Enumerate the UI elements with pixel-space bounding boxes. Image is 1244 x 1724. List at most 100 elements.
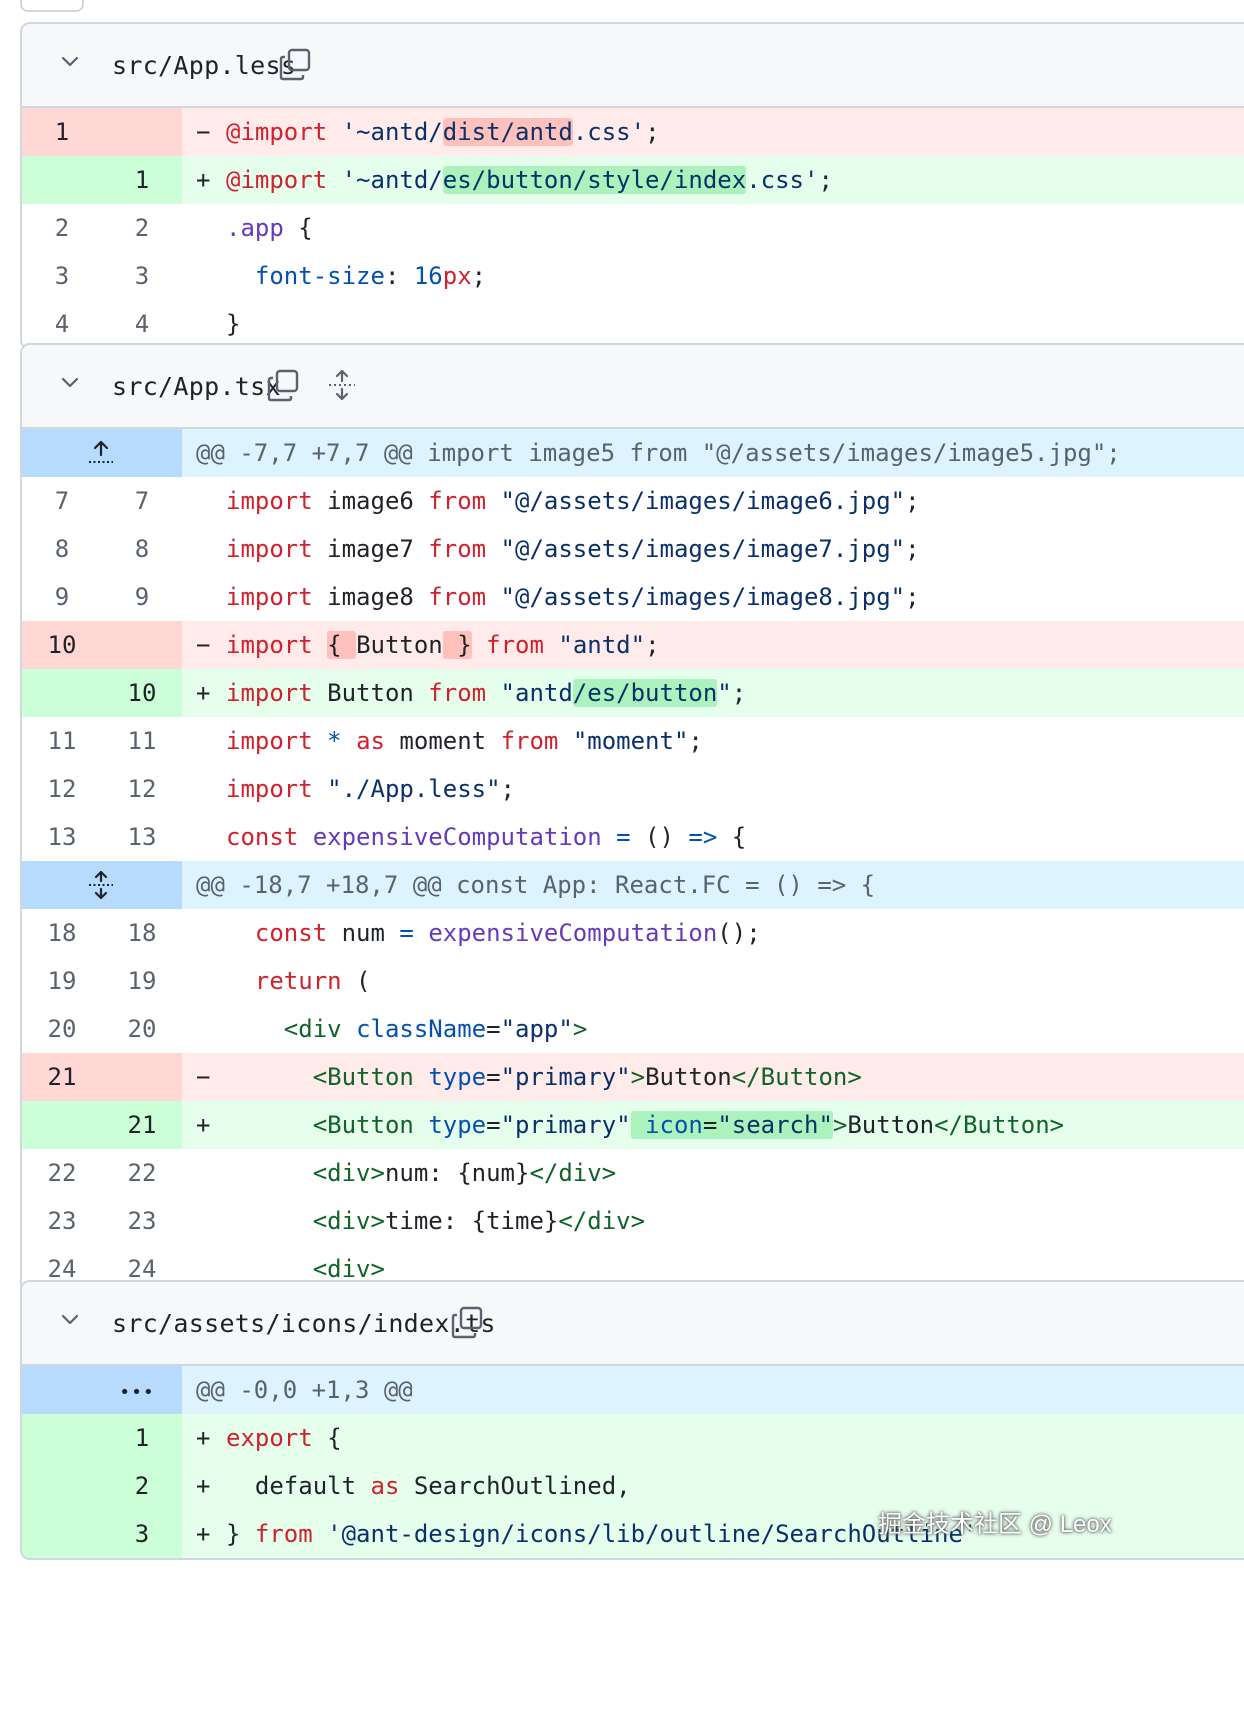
code-line: .app { [226, 214, 313, 242]
chevron-down-icon[interactable] [58, 50, 82, 74]
copy-icon[interactable] [450, 1304, 486, 1340]
new-line-number[interactable]: 23 [127, 1207, 157, 1235]
new-line-number[interactable]: 4 [134, 310, 150, 338]
file-header: src/App.less [22, 24, 1244, 108]
file-name[interactable]: src/assets/icons/index.ts [112, 1308, 496, 1338]
new-line-number[interactable]: 7 [134, 487, 150, 515]
old-line-number[interactable] [22, 156, 102, 204]
old-line-number[interactable]: 22 [47, 1159, 77, 1187]
old-line-number[interactable]: 1 [22, 108, 102, 156]
new-line-number[interactable]: 3 [134, 262, 150, 290]
hunk-header: ••• @@ -0,0 +1,3 @@ [22, 1366, 1244, 1414]
hunk-text: @@ -0,0 +1,3 @@ [182, 1366, 1244, 1414]
expand-up-button[interactable] [22, 429, 182, 477]
file-name[interactable]: src/App.less [112, 50, 297, 80]
diff-row-deleted: 10 −import { Button } from "antd"; [22, 621, 1244, 669]
new-line-number[interactable]: 1 [102, 156, 182, 204]
new-line-number[interactable]: 19 [127, 967, 157, 995]
chevron-down-icon[interactable] [58, 1308, 82, 1332]
code-line: <div> [312, 1255, 385, 1283]
new-line-number[interactable]: 12 [127, 775, 157, 803]
old-line-number[interactable]: 19 [47, 967, 77, 995]
new-line-number[interactable] [102, 1053, 182, 1101]
diff-row-context: 12 12 import "./App.less"; [22, 765, 1244, 813]
diff-row-deleted: 1 −@import '~antd/dist/antd.css'; [22, 108, 1244, 156]
copy-icon[interactable] [278, 46, 314, 82]
old-line-number[interactable]: 10 [22, 621, 102, 669]
file-diff-app-less: src/App.less 1 −@import '~antd/dist/antd… [20, 22, 1244, 350]
hunk-text: @@ -18,7 +18,7 @@ const App: React.FC = … [182, 861, 1244, 909]
diff-row-context: 3 3 font-size: 16px; [22, 252, 1244, 300]
diff-row-context: 24 24 <div> [22, 1245, 1244, 1293]
old-line-number[interactable]: 8 [54, 535, 70, 563]
old-line-number[interactable]: 3 [54, 262, 70, 290]
diff-row-context: 22 22 <div>num: {num}</div> [22, 1149, 1244, 1197]
old-line-number[interactable]: 12 [47, 775, 77, 803]
new-line-number[interactable]: 2 [102, 1462, 182, 1510]
new-line-number[interactable]: 10 [102, 669, 182, 717]
code-line: −@import '~antd/dist/antd.css'; [182, 108, 1244, 156]
new-line-number[interactable] [102, 108, 182, 156]
old-line-number[interactable]: 20 [47, 1015, 77, 1043]
file-diff-app-tsx: src/App.tsx @@ -7,7 +7,7 @@ import image… [20, 343, 1244, 1343]
new-line-number[interactable]: 2 [134, 214, 150, 242]
expand-all-icon[interactable] [324, 367, 360, 403]
new-line-number[interactable]: 13 [127, 823, 157, 851]
ellipsis-icon: ••• [119, 1382, 155, 1403]
new-line-number[interactable] [102, 621, 182, 669]
code-line: <div>time: {time}</div> [312, 1207, 646, 1235]
new-line-number[interactable]: 1 [102, 1414, 182, 1462]
new-line-number[interactable]: 21 [102, 1101, 182, 1149]
new-line-number[interactable]: 22 [127, 1159, 157, 1187]
code-line: + <Button type="primary" icon="search">B… [182, 1101, 1244, 1149]
old-line-number[interactable]: 7 [54, 487, 70, 515]
expand-button[interactable]: ••• [22, 1366, 182, 1414]
file-header: src/App.tsx [22, 345, 1244, 429]
hunk-text: @@ -7,7 +7,7 @@ import image5 from "@/as… [182, 429, 1244, 477]
code-line: import image8 from "@/assets/images/imag… [226, 583, 920, 611]
old-line-number[interactable]: 21 [22, 1053, 102, 1101]
old-line-number[interactable]: 2 [54, 214, 70, 242]
old-line-number[interactable] [22, 1101, 102, 1149]
old-line-number[interactable]: 4 [54, 310, 70, 338]
code-line: import image7 from "@/assets/images/imag… [226, 535, 920, 563]
diff-row-context: 2 2 .app { [22, 204, 1244, 252]
new-line-number[interactable]: 11 [127, 727, 157, 755]
new-line-number[interactable]: 8 [134, 535, 150, 563]
new-line-number[interactable]: 24 [127, 1255, 157, 1283]
old-line-number[interactable]: 9 [54, 583, 70, 611]
copy-icon[interactable] [266, 367, 302, 403]
diff-row-context: 13 13 const expensiveComputation = () =>… [22, 813, 1244, 861]
diff-row-context: 4 4 } [22, 300, 1244, 348]
old-line-number[interactable] [22, 1510, 102, 1558]
chevron-down-icon[interactable] [58, 371, 82, 395]
expand-both-button[interactable] [22, 861, 182, 909]
old-line-number[interactable]: 24 [47, 1255, 77, 1283]
diff-row-context: 20 20 <div className="app"> [22, 1005, 1244, 1053]
new-line-number[interactable]: 18 [127, 919, 157, 947]
diff-row-context: 7 7 import image6 from "@/assets/images/… [22, 477, 1244, 525]
old-line-number[interactable] [22, 669, 102, 717]
code-line: const expensiveComputation = () => { [226, 823, 747, 851]
old-line-number[interactable] [22, 1462, 102, 1510]
code-line: +} from '@ant-design/icons/lib/outline/S… [182, 1510, 1244, 1558]
old-line-number[interactable]: 11 [47, 727, 77, 755]
code-line: −import { Button } from "antd"; [182, 621, 1244, 669]
file-name[interactable]: src/App.tsx [112, 371, 281, 401]
code-line: <div>num: {num}</div> [312, 1159, 617, 1187]
new-line-number[interactable]: 3 [102, 1510, 182, 1558]
old-line-number[interactable]: 18 [47, 919, 77, 947]
hunk-header: @@ -7,7 +7,7 @@ import image5 from "@/as… [22, 429, 1244, 477]
new-line-number[interactable]: 9 [134, 583, 150, 611]
old-line-number[interactable]: 23 [47, 1207, 77, 1235]
old-line-number[interactable]: 13 [47, 823, 77, 851]
diff-row-context: 8 8 import image7 from "@/assets/images/… [22, 525, 1244, 573]
diff-row-added: 3 +} from '@ant-design/icons/lib/outline… [22, 1510, 1244, 1558]
old-line-number[interactable] [22, 1414, 102, 1462]
diff-row-deleted: 21 − <Button type="primary">Button</Butt… [22, 1053, 1244, 1101]
previous-file-border [20, 0, 84, 12]
diff-row-added: 2 + default as SearchOutlined, [22, 1462, 1244, 1510]
new-line-number[interactable]: 20 [127, 1015, 157, 1043]
diff-row-added: 21 + <Button type="primary" icon="search… [22, 1101, 1244, 1149]
diff-row-added: 1 +export { [22, 1414, 1244, 1462]
